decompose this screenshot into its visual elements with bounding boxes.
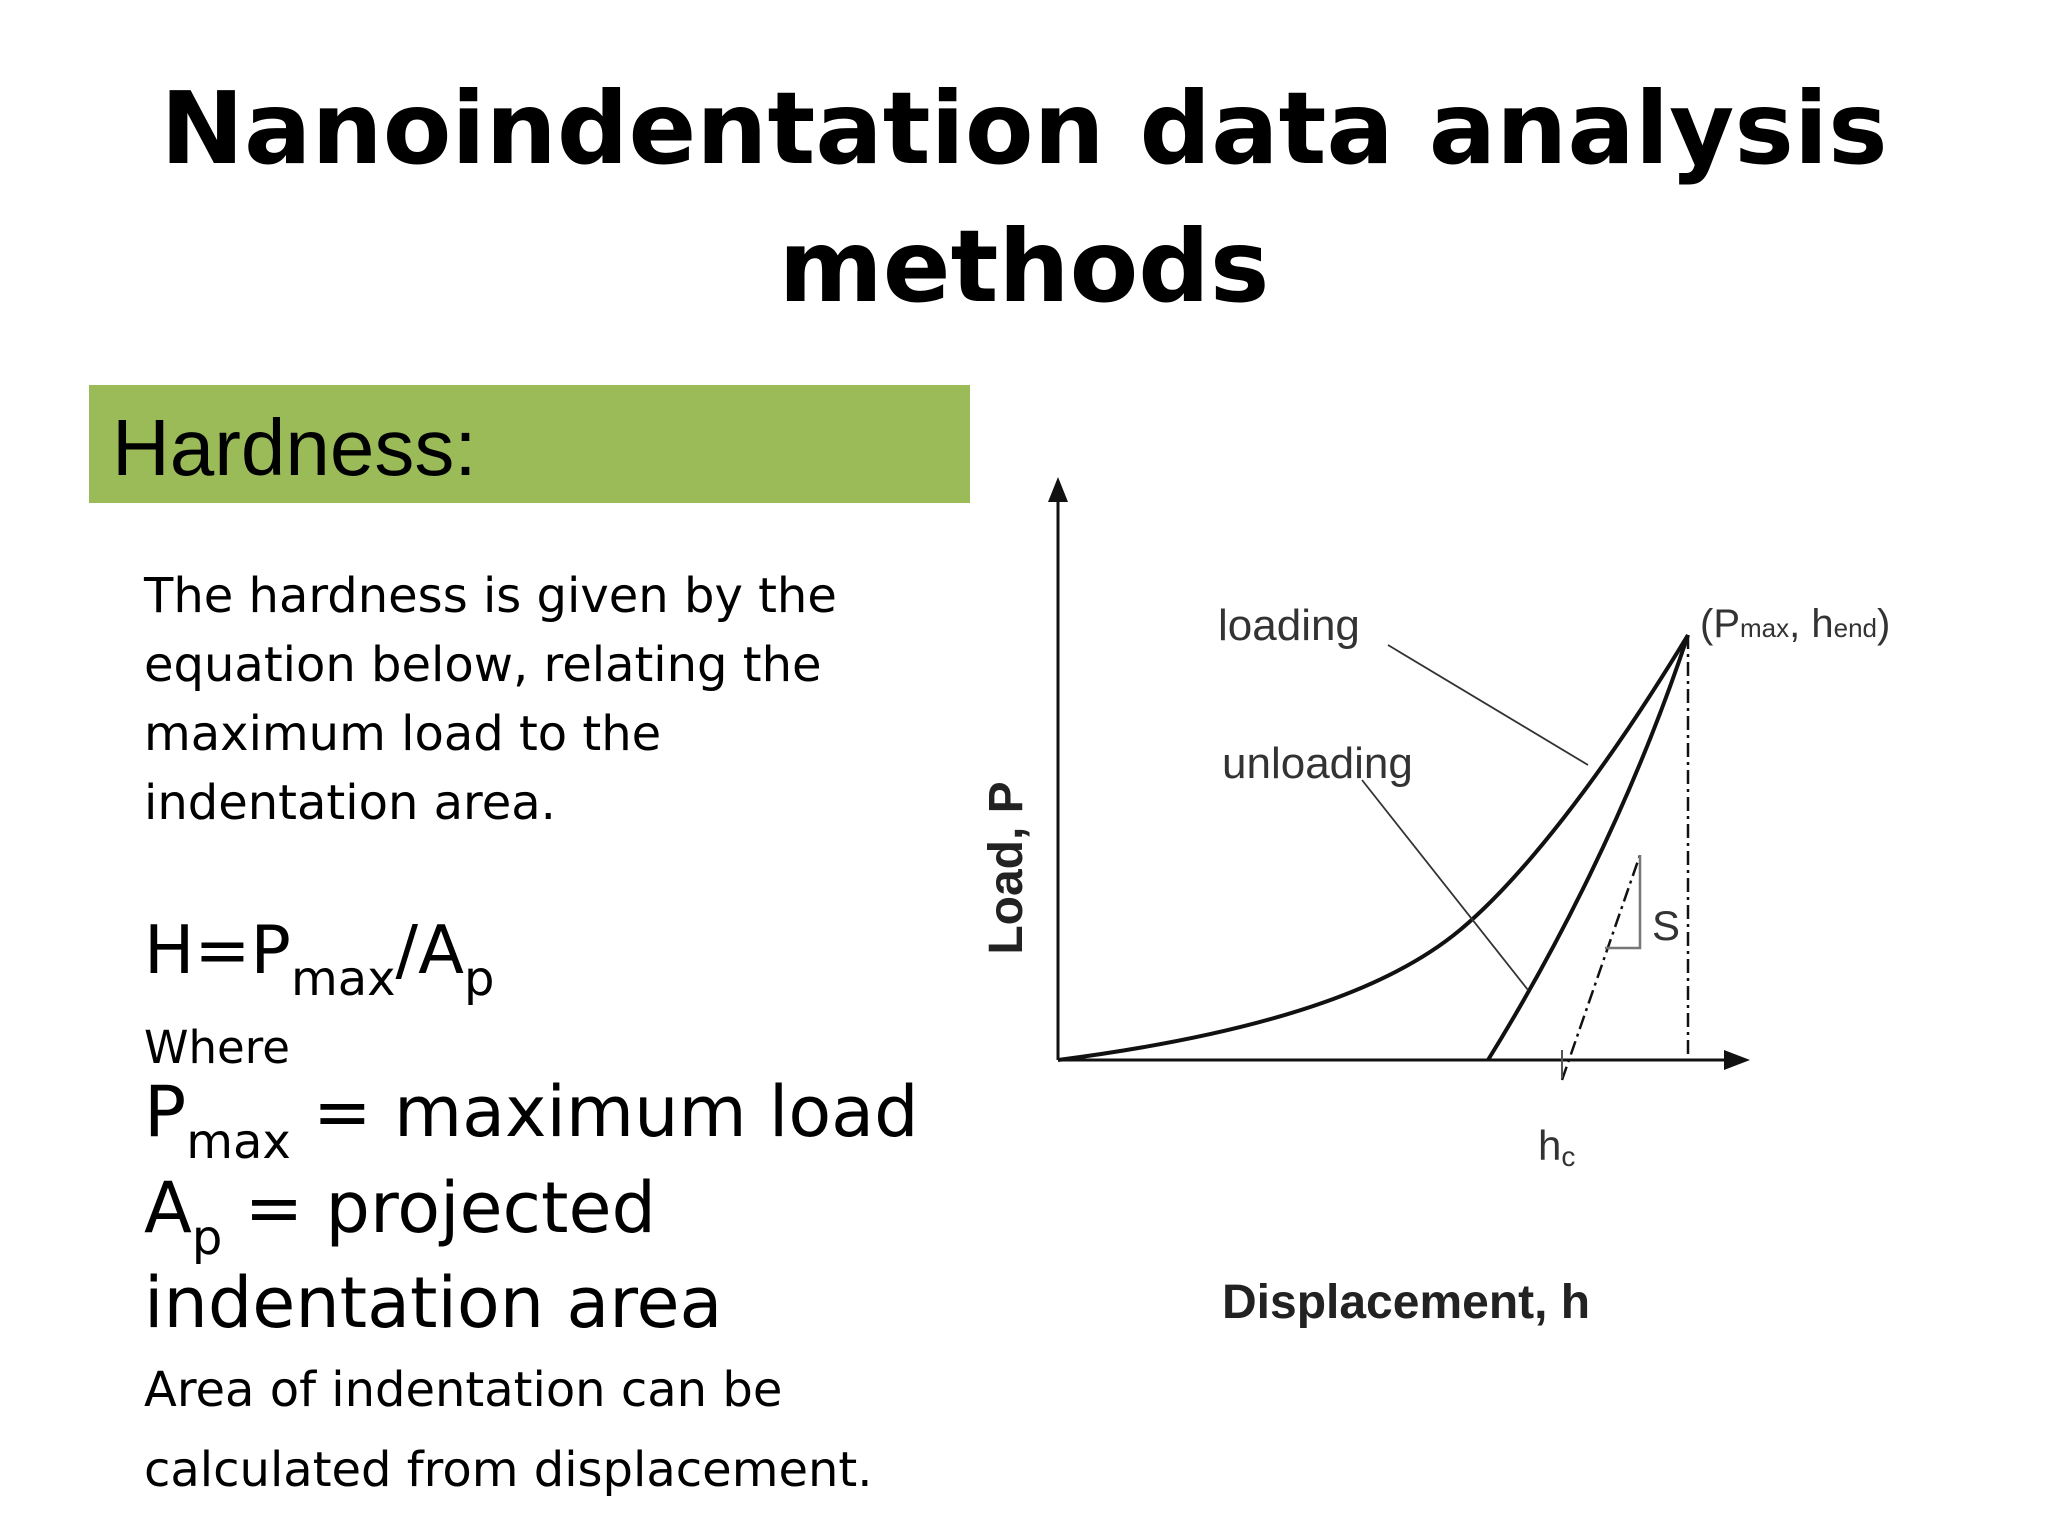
unloading-leader	[1361, 779, 1529, 991]
diagram-svg: loading unloading (Pmax, hend) S hc Disp…	[980, 477, 1890, 1329]
slide-title: Nanoindentation data analysis methods	[0, 60, 2048, 336]
definition-pmax-symbol: P	[144, 1071, 187, 1153]
hardness-equation: H=Pmax/Ap	[144, 905, 494, 1003]
peak-label-close: )	[1877, 602, 1890, 646]
intro-paragraph: The hardness is given by the equation be…	[144, 568, 837, 831]
x-axis-label: Displacement, h	[1222, 1276, 1590, 1329]
definition-pmax-text: = maximum load	[290, 1071, 919, 1153]
area-note: Area of indentation can be calculated fr…	[144, 1362, 873, 1498]
equation-sub-p: p	[463, 951, 495, 1007]
loading-curve	[1057, 633, 1690, 1062]
hc-label: hc	[1538, 1122, 1575, 1172]
equation-mid: /A	[395, 911, 464, 989]
peak-label-sep: , h	[1789, 602, 1833, 646]
hc-label-sub: c	[1561, 1141, 1575, 1172]
loading-label: loading	[1218, 601, 1360, 650]
title-line-2: methods	[778, 208, 1270, 325]
tangent-line	[1560, 854, 1642, 1081]
hc-label-h: h	[1538, 1122, 1561, 1169]
definition-ap: Ap = projected	[144, 1160, 656, 1262]
peak-label-sub-max: max	[1740, 613, 1789, 643]
equation-sub-max: max	[290, 951, 396, 1007]
definition-pmax: Pmax = maximum load	[144, 1064, 919, 1166]
unloading-label: unloading	[1222, 739, 1413, 788]
loading-leader	[1387, 644, 1589, 766]
equation-lhs: H=P	[144, 911, 291, 989]
where-label: Where	[144, 1021, 290, 1074]
stiffness-bracket	[1605, 855, 1642, 950]
peak-label-sub-end: end	[1834, 613, 1877, 643]
y-axis-label: Load, P	[980, 781, 1033, 954]
section-heading: Hardness:	[112, 403, 477, 492]
x-axis-arrow	[1724, 1050, 1750, 1070]
load-displacement-diagram: loading unloading (Pmax, hend) S hc Disp…	[960, 460, 1960, 1360]
definition-ap-text: = projected	[222, 1167, 656, 1249]
definition-ap-sub: p	[191, 1210, 223, 1266]
definition-pmax-sub: max	[186, 1114, 291, 1170]
peak-label-open: (P	[1700, 602, 1740, 646]
section-banner: Hardness:	[89, 385, 970, 503]
definition-ap-continued: indentation area	[144, 1262, 723, 1344]
title-line-1: Nanoindentation data analysis	[160, 70, 1888, 187]
stiffness-label: S	[1652, 902, 1680, 949]
y-axis-arrow	[1048, 477, 1068, 502]
unloading-curve	[1486, 634, 1690, 1062]
definition-ap-symbol: A	[144, 1167, 192, 1249]
peak-label: (Pmax, hend)	[1700, 602, 1890, 646]
